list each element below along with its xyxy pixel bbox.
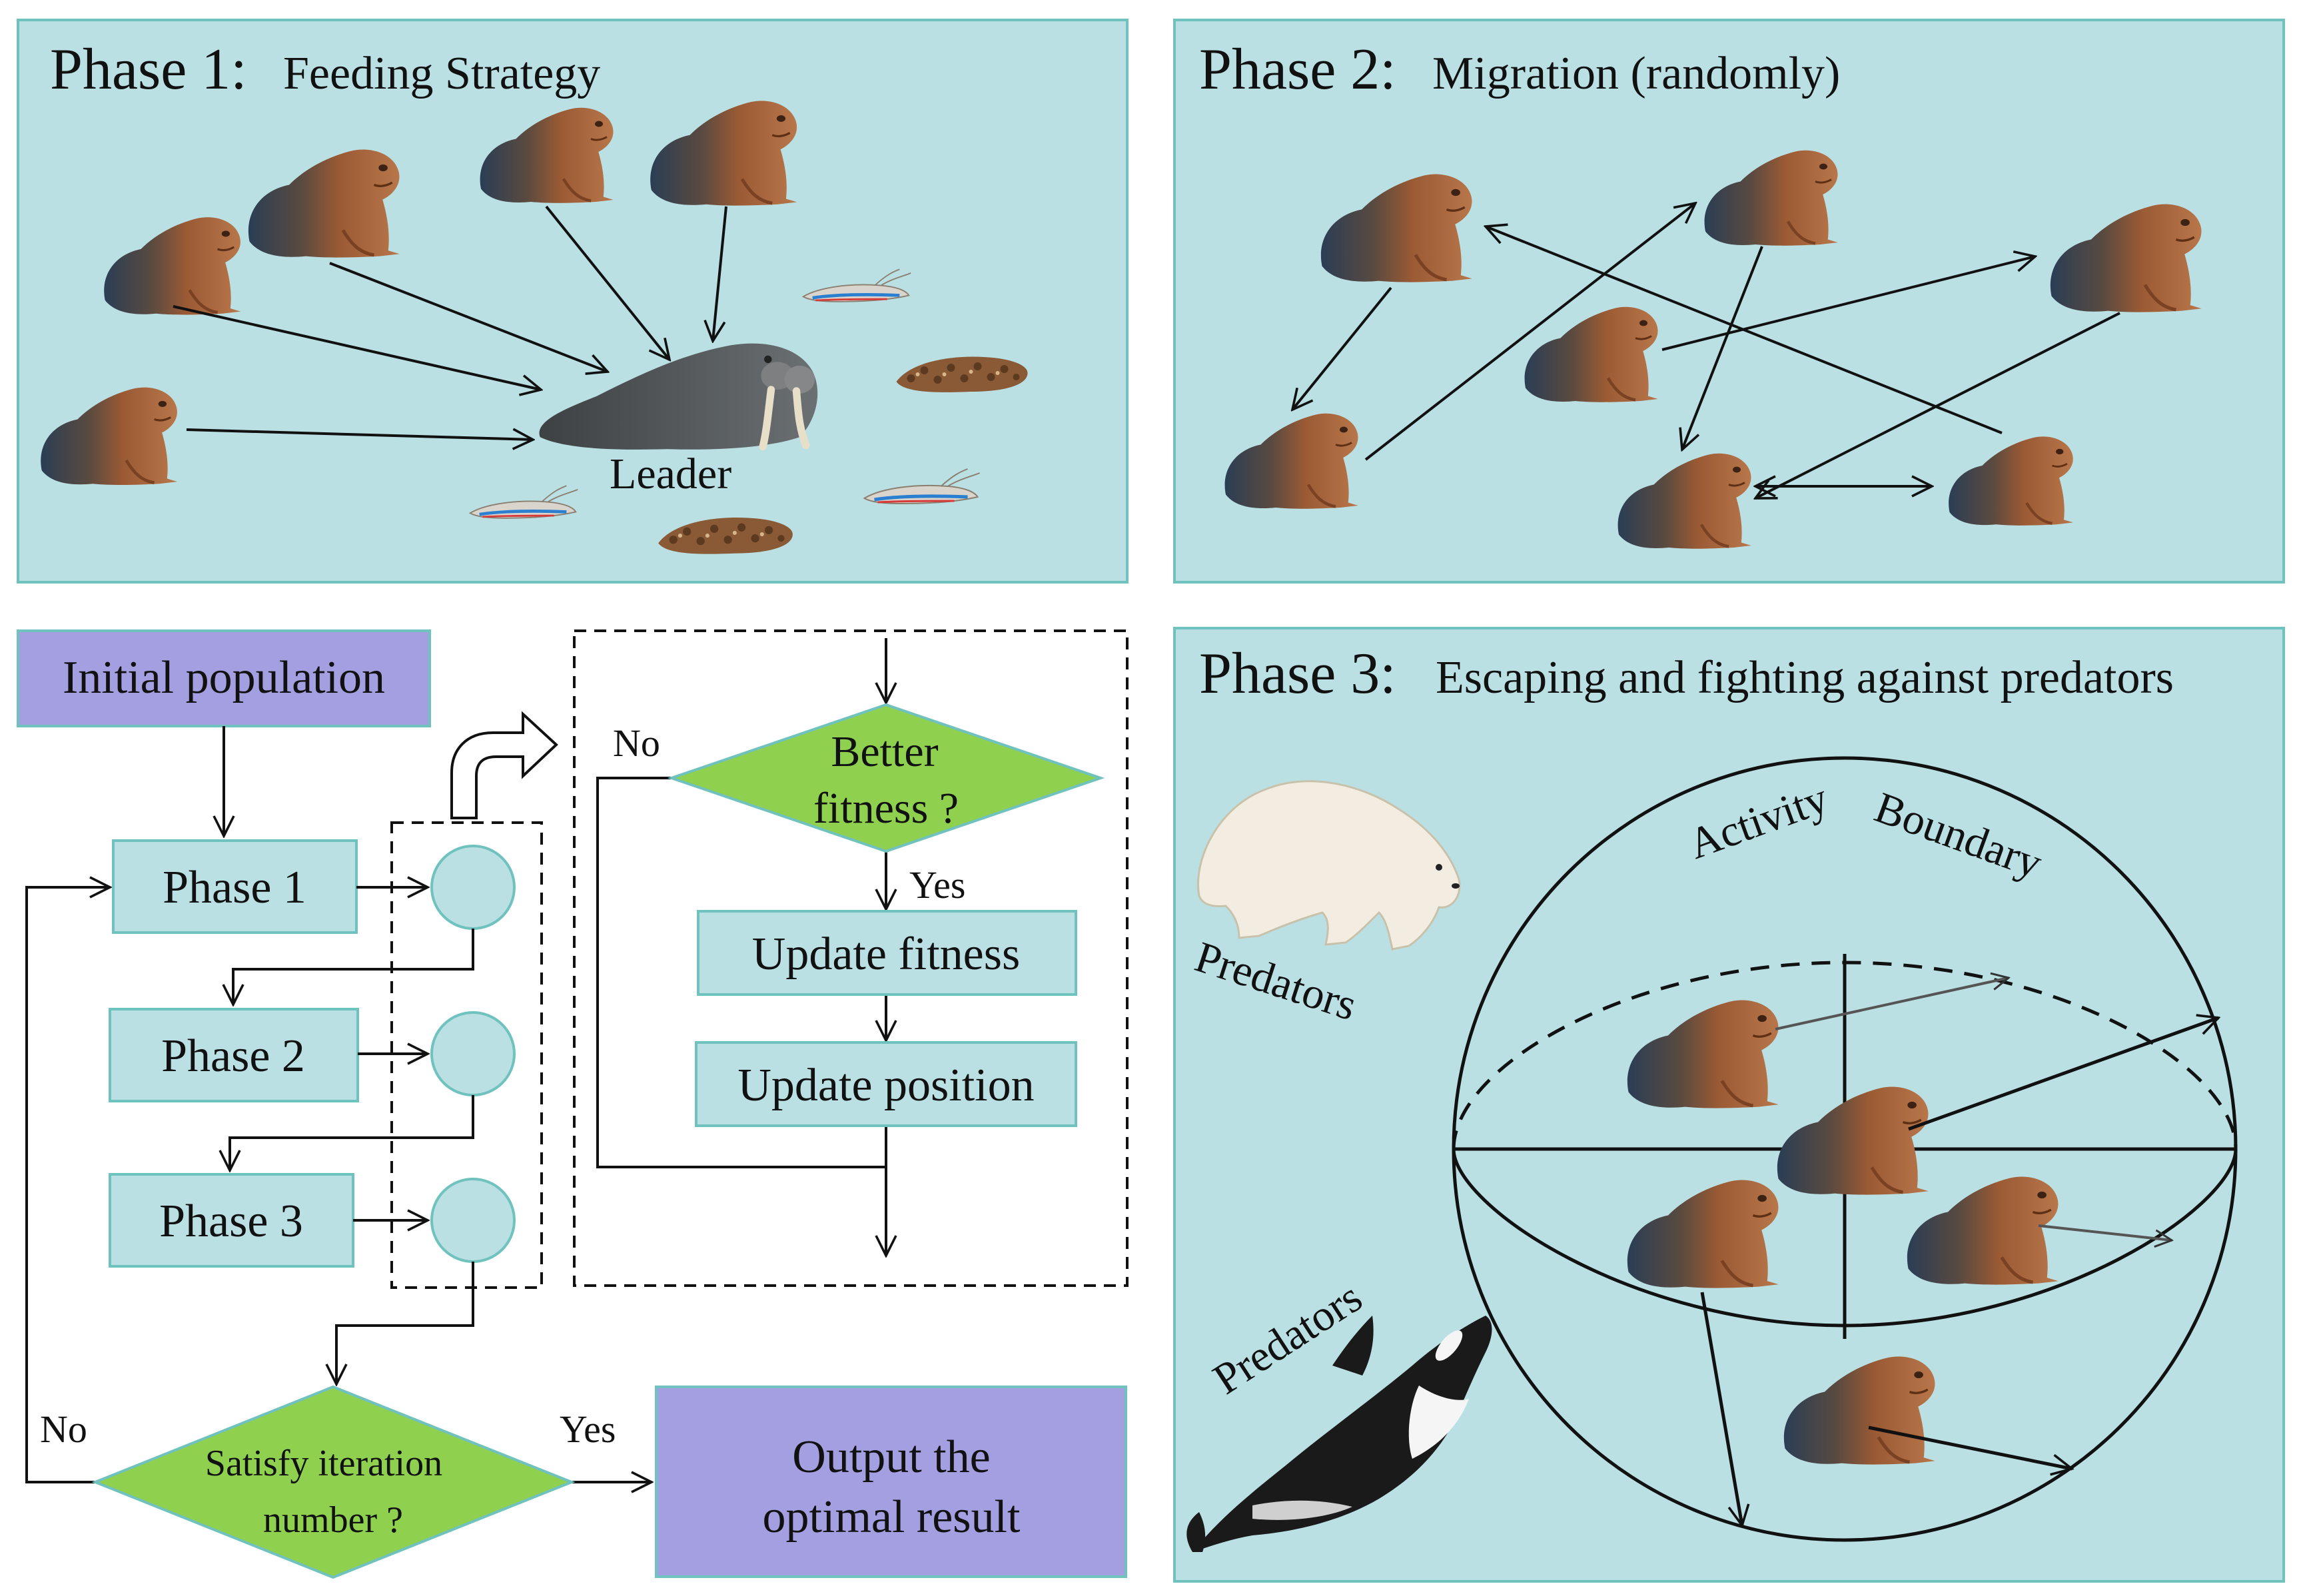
output-result-box bbox=[655, 1386, 1127, 1578]
better-fitness-label-line1: Better bbox=[831, 727, 938, 776]
output-result-line2: optimal result bbox=[763, 1491, 1021, 1543]
process-node-1 bbox=[430, 845, 516, 930]
flow-phase2-label: Phase 2 bbox=[161, 1030, 305, 1082]
phase3-panel: Phase 3: Escaping and fighting against p… bbox=[1173, 627, 2285, 1583]
update-connectors bbox=[596, 638, 886, 1256]
satisfy-iteration-label-line1: Satisfy iteration bbox=[205, 1443, 442, 1484]
initial-population-box bbox=[17, 629, 431, 727]
process-node-2 bbox=[430, 1011, 516, 1096]
phase1-title: Phase 1: bbox=[50, 37, 247, 102]
phase2-subtitle: Migration (randomly) bbox=[1432, 48, 1840, 99]
better-fitness-label-line2: fitness ? bbox=[813, 784, 959, 833]
outer-yes-label: Yes bbox=[560, 1407, 616, 1451]
initial-population-label: Initial population bbox=[63, 652, 385, 703]
outer-no-label: No bbox=[40, 1407, 87, 1451]
flow-connectors bbox=[25, 726, 652, 1482]
expand-arrow-icon bbox=[450, 711, 558, 819]
satisfy-iteration-label-line2: number ? bbox=[263, 1499, 403, 1541]
flow-phase3-label: Phase 3 bbox=[159, 1196, 303, 1247]
polar-bear-icon bbox=[1197, 780, 1461, 951]
phase3-title: Phase 3: bbox=[1199, 641, 1396, 706]
update-fitness-box bbox=[697, 910, 1077, 996]
phase2-panel: Phase 2: Migration (randomly) bbox=[1173, 19, 2285, 584]
inner-no-label: No bbox=[613, 721, 660, 765]
process-node-3 bbox=[430, 1178, 516, 1263]
update-position-label: Update position bbox=[737, 1060, 1034, 1111]
update-fitness-label: Update fitness bbox=[752, 929, 1020, 980]
better-fitness-diamond bbox=[667, 703, 1105, 853]
satisfy-iteration-diamond bbox=[91, 1385, 576, 1579]
flow-phase2-box bbox=[109, 1008, 359, 1102]
update-position-box bbox=[695, 1041, 1077, 1127]
update-process-group bbox=[573, 629, 1129, 1287]
output-result-line1: Output the bbox=[792, 1431, 990, 1483]
phase2-title: Phase 2: bbox=[1199, 37, 1396, 102]
orca-icon bbox=[1186, 1316, 1492, 1552]
flow-phase1-box bbox=[112, 839, 358, 934]
phase1-panel: Phase 1: Feeding Strategy Leader bbox=[17, 19, 1129, 584]
flow-phase3-box bbox=[109, 1173, 354, 1268]
flowchart: Initial population Phase 1 Phase 2 Phase… bbox=[17, 629, 1129, 1579]
phase3-subtitle: Escaping and fighting against predators bbox=[1436, 652, 2174, 703]
inner-yes-label: Yes bbox=[909, 863, 965, 907]
phase2-arrows bbox=[1292, 203, 2120, 498]
flow-phase1-label: Phase 1 bbox=[163, 862, 306, 913]
leader-label: Leader bbox=[610, 450, 731, 498]
phase-process-group bbox=[390, 821, 543, 1289]
phase3-arrows bbox=[1700, 978, 2218, 1525]
phase1-arrows bbox=[173, 205, 727, 440]
phase1-subtitle: Feeding Strategy bbox=[283, 48, 600, 99]
